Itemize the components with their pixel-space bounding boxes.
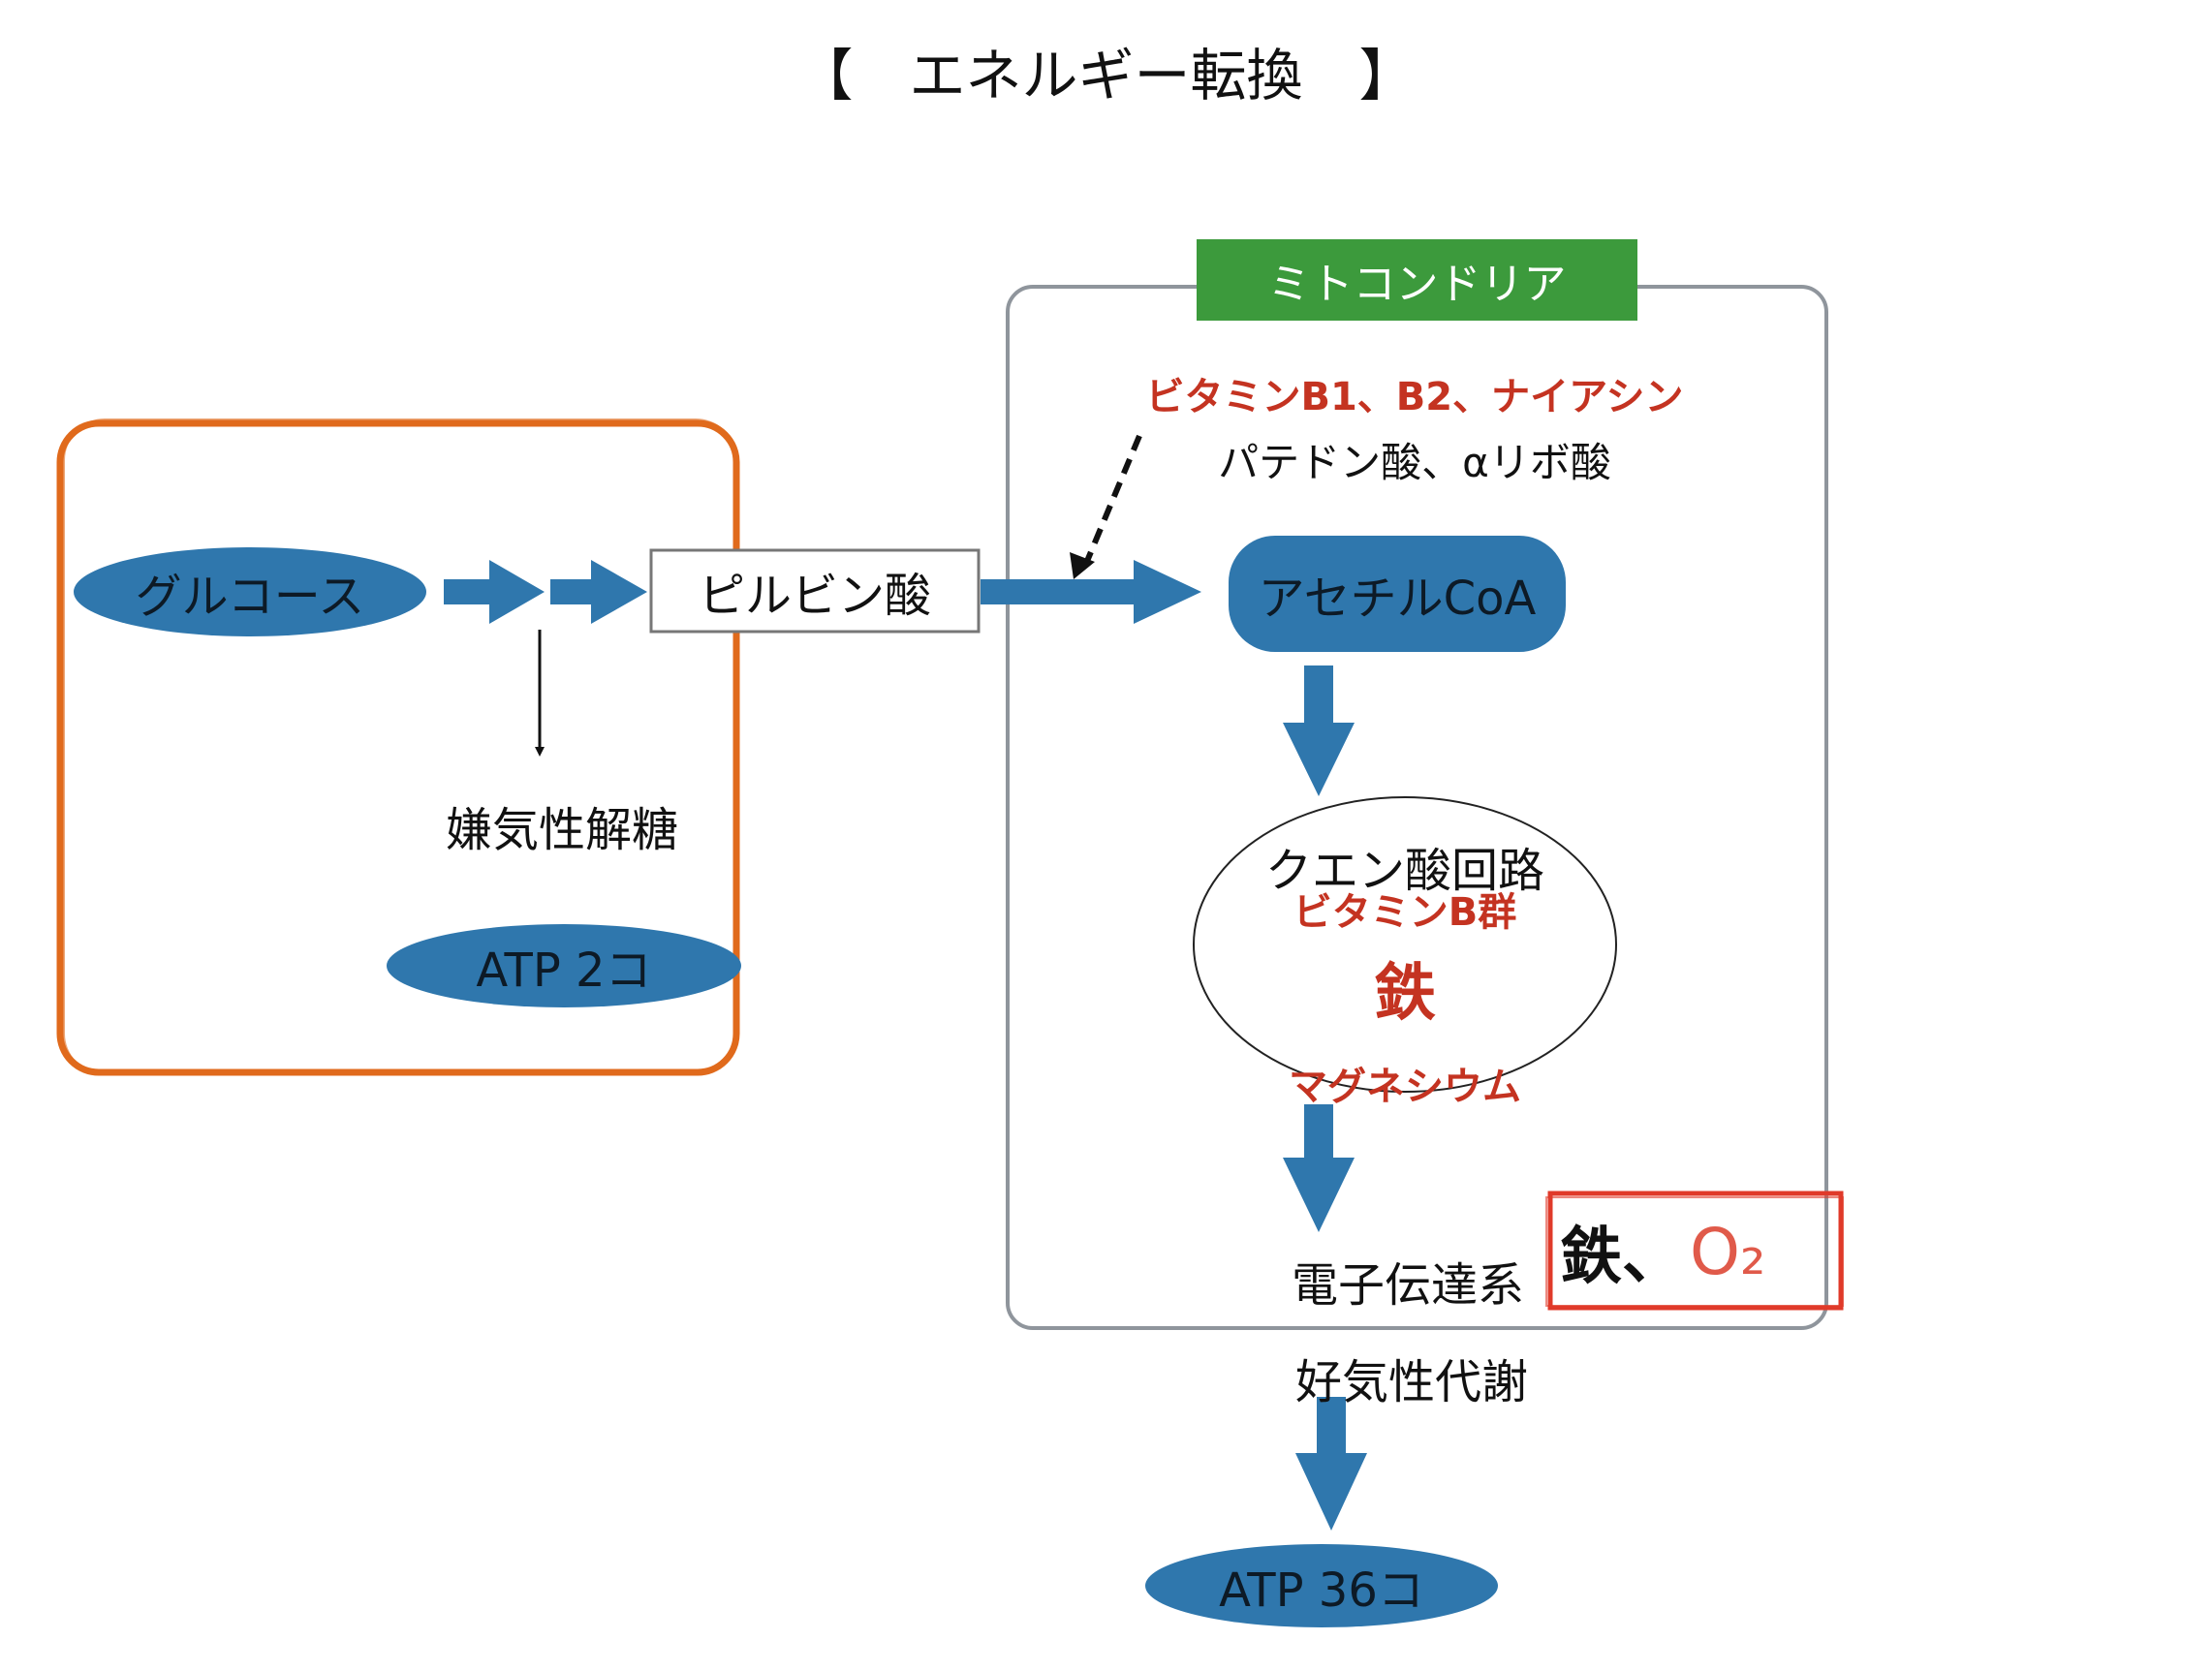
cycle-vitamin-b-label: ビタミンB群 <box>1293 890 1517 935</box>
pyruvate-box <box>649 548 981 634</box>
glucose-oval <box>74 547 426 636</box>
arrow-glucose-1 <box>444 560 545 624</box>
acetyl-coa-label: アセチルCoA <box>1258 572 1537 626</box>
etc-oxygen-label: O₂ <box>1690 1214 1766 1289</box>
etc-iron-label: 鉄、 <box>1560 1222 1684 1293</box>
page-title: 【 エネルギー転換 】 <box>796 43 1416 108</box>
aerobic-metabolism-label: 好気性代謝 <box>1294 1355 1528 1409</box>
etc-cofactor-highlight <box>1547 1191 1844 1311</box>
atp-2-label: ATP 2コ <box>476 944 652 998</box>
mitochondria-label: ミトコンドリア <box>1267 260 1567 309</box>
atp-36-label: ATP 36コ <box>1219 1563 1424 1618</box>
anaerobic-glycolysis-label: 嫌気性解糖 <box>445 803 678 857</box>
electron-chain-label: 電子伝達系 <box>1291 1258 1524 1313</box>
arrow-glucose-2 <box>550 560 647 624</box>
citric-cycle-label: クエン酸回路 <box>1264 844 1544 898</box>
pdh-vitamins-label: ビタミンB1、B2、ナイアシン <box>1145 375 1684 419</box>
arrow-pyruvate-acetyl <box>981 560 1201 624</box>
citric-cycle-circle <box>1193 796 1617 1093</box>
glucose-label: グルコース <box>135 570 365 624</box>
arrow-aerobic-atp <box>1295 1397 1367 1531</box>
etc-cofactors: 鉄、 O₂ <box>1560 1201 1837 1302</box>
mitochondria-label-box <box>1197 239 1637 321</box>
pyruvate-label: ピルビン酸 <box>698 569 931 623</box>
atp-2-oval <box>387 924 741 1007</box>
atp-36-oval <box>1145 1544 1498 1627</box>
arrow-cycle-etc <box>1283 1104 1355 1232</box>
arrow-acetyl-cycle <box>1283 665 1355 796</box>
pdh-other-label: パテドン酸、αリボ酸 <box>1218 438 1611 486</box>
cycle-iron-label: 鉄 <box>1374 958 1436 1030</box>
cycle-magnesium-label: マグネシウム <box>1289 1065 1521 1109</box>
acetyl-coa-box <box>1229 536 1566 652</box>
